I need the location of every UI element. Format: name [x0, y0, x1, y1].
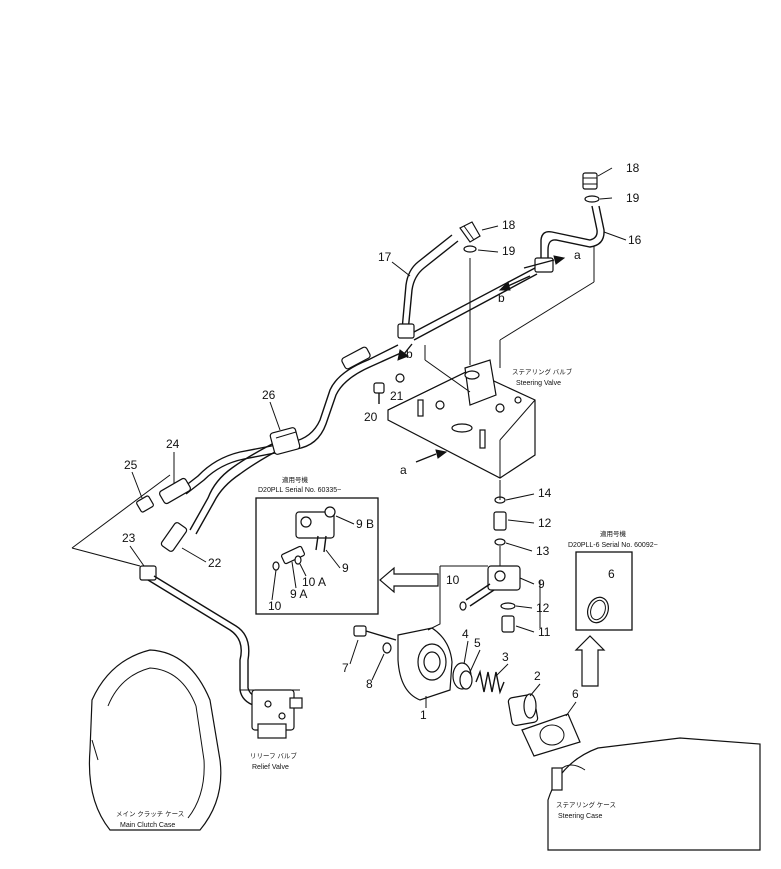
spool-2 [507, 693, 539, 727]
inset-left-jp: 適用号機 [282, 475, 309, 484]
arrow-hollow-up [574, 635, 606, 687]
label-26: 26 [262, 388, 276, 402]
label-6-inset: 6 [608, 567, 615, 581]
label-18-lower: 18 [502, 218, 516, 232]
label-10-main: 10 [446, 573, 460, 587]
label-25: 25 [124, 458, 138, 472]
hose-main [179, 344, 404, 535]
label-22: 22 [208, 556, 222, 570]
inset-left-serial: D20PLL Serial No. 60335~ [258, 487, 341, 494]
arrow-a-valve [415, 449, 448, 463]
valve-body-1 [397, 627, 453, 701]
leader-lines [71, 246, 595, 691]
label-13: 12 [538, 516, 552, 530]
gasket-6 [521, 713, 581, 757]
bolt-11 [501, 615, 515, 633]
label-19-upper: 19 [626, 191, 640, 205]
arrow-b-mid [397, 343, 413, 361]
o-ring-19-upper [584, 195, 600, 203]
o-ring-10-main [459, 601, 467, 611]
label-leaders [129, 167, 627, 717]
label-1: 1 [420, 708, 427, 722]
main-clutch-case [88, 649, 222, 831]
fitting-25 [136, 495, 154, 513]
main-clutch-case-en: Main Clutch Case [120, 822, 175, 829]
fitting-22 [160, 522, 188, 552]
label-20: 20 [364, 410, 378, 424]
arrow-a-upper [523, 255, 566, 269]
tube-16 [534, 205, 605, 273]
steering-case-en: Steering Case [558, 813, 602, 820]
label-14: 13 [536, 544, 550, 558]
label-9-main: 9 [538, 577, 545, 591]
main-clutch-case-jp: メイン クラッチ ケース [116, 810, 184, 818]
arrow-b-upper [498, 275, 531, 291]
letter-b-upper: b [498, 291, 505, 305]
label-10-inset: 10 [268, 599, 282, 613]
label-12: 12 [536, 601, 550, 615]
label-21: 21 [390, 389, 404, 403]
clamp-26 [269, 427, 301, 455]
steering-case-jp: ステアリング ケース [556, 800, 616, 809]
relief-valve-en: Relief Valve [252, 764, 289, 771]
relief-valve [251, 689, 303, 739]
washer-12 [500, 602, 516, 610]
inset-right-jp: 適用号機 [600, 529, 627, 538]
label-6-main: 6 [572, 687, 579, 701]
label-16: 16 [628, 233, 642, 247]
label-2: 2 [534, 669, 541, 683]
label-24: 24 [166, 437, 180, 451]
label-10A: 10 A [302, 575, 326, 589]
label-18-upper: 18 [626, 161, 640, 175]
spring-3 [475, 669, 505, 695]
tube-17 [397, 234, 538, 341]
label-7: 7 [342, 661, 349, 675]
label-17: 17 [378, 250, 392, 264]
ring-5 [459, 670, 473, 690]
elbow-23 [139, 565, 157, 581]
elbow-18-lower [459, 221, 481, 243]
label-9B: 9 B [356, 517, 374, 531]
relief-valve-jp: リリーフ バルブ [250, 751, 297, 760]
o-ring-19-lower [463, 245, 477, 253]
label-23: 23 [122, 531, 136, 545]
letter-a-upper: a [574, 248, 581, 262]
fitting-upper-hose [341, 346, 371, 370]
steering-case [547, 737, 761, 851]
label-19-lower: 19 [502, 244, 516, 258]
label-8: 8 [366, 677, 373, 691]
inset-left [255, 497, 379, 615]
fitting-24 [159, 477, 191, 505]
label-3: 3 [502, 650, 509, 664]
washer-21 [395, 373, 405, 383]
o-ring-14 [494, 538, 506, 546]
steering-valve [387, 359, 536, 479]
steering-valve-jp: ステアリング バルブ [512, 367, 573, 376]
bolt-13 [493, 511, 507, 531]
label-9A: 9 A [290, 587, 307, 601]
fitting-18-upper [582, 172, 598, 190]
washer-8 [382, 642, 392, 654]
label-9-inset: 9 [342, 561, 349, 575]
label-5: 5 [474, 636, 481, 650]
label-4: 4 [462, 627, 469, 641]
banjo-9 [465, 565, 521, 607]
bolt-7 [353, 625, 397, 641]
label-11: 11 [538, 625, 551, 639]
bolt-20 [373, 382, 385, 404]
letter-a-valve: a [400, 463, 407, 477]
steering-valve-en: Steering Valve [516, 380, 561, 387]
letter-b-mid: b [406, 347, 413, 361]
arrow-hollow-left [379, 566, 439, 594]
inset-right [575, 551, 633, 631]
label-15: 14 [538, 486, 552, 500]
inset-right-serial: D20PLL-6 Serial No. 60092~ [568, 542, 658, 549]
